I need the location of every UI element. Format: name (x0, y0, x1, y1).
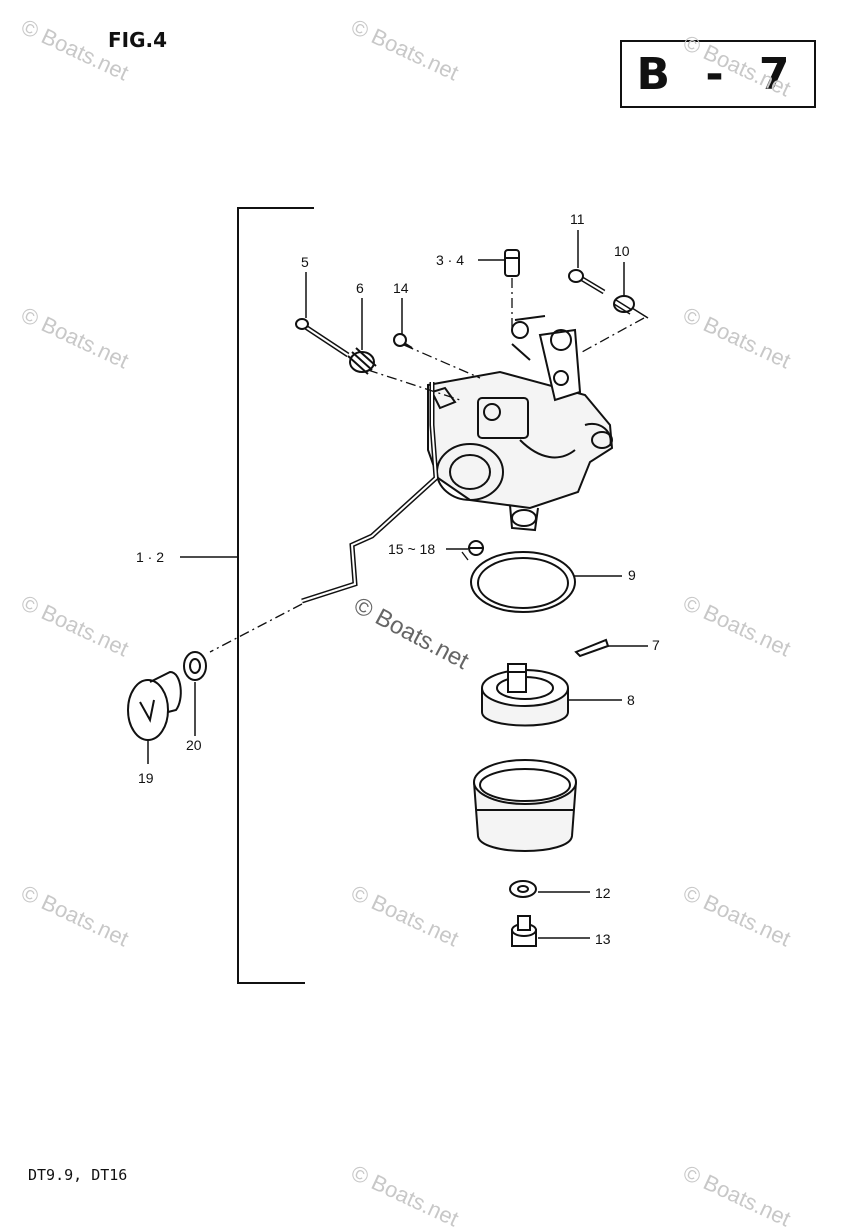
part-8-float (481, 663, 622, 727)
callout-19: 19 (138, 770, 154, 786)
assembly-lines (209, 278, 645, 653)
model-footer: DT9.9, DT16 (28, 1166, 128, 1184)
part-13-screw (511, 915, 590, 947)
callout-3-4: 3 · 4 (436, 252, 465, 268)
callout-10: 10 (614, 243, 630, 259)
part-3-4-jet (478, 249, 520, 277)
callout-1-2: 1 · 2 (136, 549, 165, 565)
float-bowl (473, 759, 577, 852)
part-20-washer (183, 651, 207, 736)
callout-5: 5 (301, 254, 309, 270)
callout-15-18: 15 ~ 18 (388, 541, 436, 557)
callout-13: 13 (595, 931, 611, 947)
part-14-screw (393, 333, 413, 349)
part-9-gasket (470, 551, 622, 613)
choke-rod (301, 382, 439, 604)
part-6-spring (347, 347, 377, 375)
carburetor-exploded-diagram (127, 207, 649, 984)
callout-7: 7 (652, 637, 660, 653)
part-5-screw (295, 318, 350, 358)
callout-14: 14 (393, 280, 409, 296)
page-code-box: B - 7 (620, 40, 816, 108)
part-19-plug (127, 670, 182, 764)
part-7-pin (574, 638, 648, 658)
callout-9: 9 (628, 567, 636, 583)
choke-rod-highlight (301, 382, 438, 602)
callout-6: 6 (356, 280, 364, 296)
part-11-screw (568, 230, 606, 295)
callout-11: 11 (570, 211, 585, 227)
callout-8: 8 (627, 692, 635, 708)
part-15-18-screw (446, 540, 484, 556)
page-code: B - 7 (636, 48, 800, 100)
figure-label: FIG.4 (108, 28, 168, 52)
callout-20: 20 (186, 737, 202, 753)
assembly-bracket (237, 207, 314, 984)
part-12-washer (509, 880, 590, 898)
part-10-spring (613, 262, 649, 319)
callout-12: 12 (595, 885, 611, 901)
carburetor-body (427, 315, 614, 532)
